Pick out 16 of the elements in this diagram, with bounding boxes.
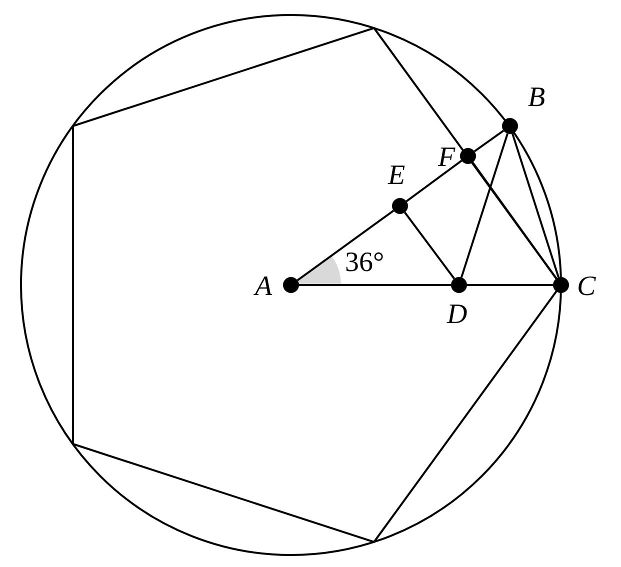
line-segment [406, 160, 462, 202]
point-label: F [438, 144, 456, 172]
line-segment [512, 133, 560, 278]
point-label: D [447, 301, 468, 329]
line-segment [299, 284, 451, 286]
line-segment [404, 212, 456, 280]
line-segment [460, 133, 508, 278]
line-segment [467, 284, 553, 286]
point-label: A [255, 273, 272, 301]
point-label: C [577, 273, 596, 301]
line-segment [472, 162, 558, 280]
point-label: B [528, 84, 546, 112]
line-segment [296, 210, 394, 282]
angle-label: 36° [345, 249, 384, 277]
line-segment [474, 130, 504, 152]
point-label: E [388, 162, 406, 190]
